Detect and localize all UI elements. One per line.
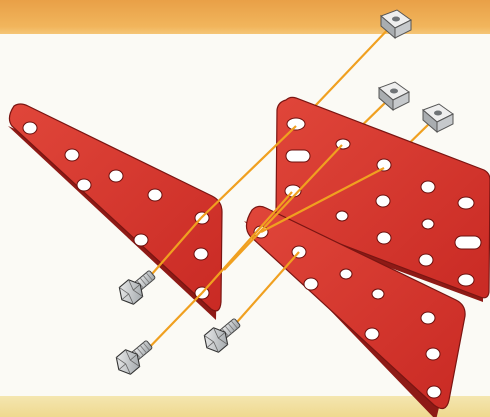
plate-hole <box>426 348 440 360</box>
triangular-plate-left <box>8 104 222 320</box>
plate-hole <box>421 181 435 193</box>
plate-hole <box>109 170 123 182</box>
plate-hole <box>340 269 352 279</box>
plate-hole <box>134 234 148 246</box>
plate-hole <box>65 149 79 161</box>
plate-hole <box>194 248 208 260</box>
plate-hole <box>148 189 162 201</box>
plate-hole <box>23 122 37 134</box>
plate-hole <box>427 386 441 398</box>
plate-hole <box>336 139 350 149</box>
assembly-line <box>230 252 299 330</box>
plate-hole <box>304 278 318 290</box>
bolt-lower <box>112 336 157 379</box>
plate-hole <box>372 289 384 299</box>
plate-hole <box>419 254 433 266</box>
plate-hole <box>365 328 379 340</box>
plate-hole <box>421 312 435 324</box>
nut-right <box>423 104 453 132</box>
plate-slot <box>286 150 310 162</box>
plate-hole <box>422 219 434 229</box>
plate-hole <box>336 211 348 221</box>
plate-slot <box>455 236 481 249</box>
plate-hole <box>458 274 474 286</box>
plate-hole <box>376 195 390 207</box>
plate-hole <box>377 232 391 244</box>
plate-hole <box>287 118 305 130</box>
plate-hole <box>77 179 91 191</box>
plate-hole <box>458 197 474 209</box>
nut-top <box>381 10 411 38</box>
